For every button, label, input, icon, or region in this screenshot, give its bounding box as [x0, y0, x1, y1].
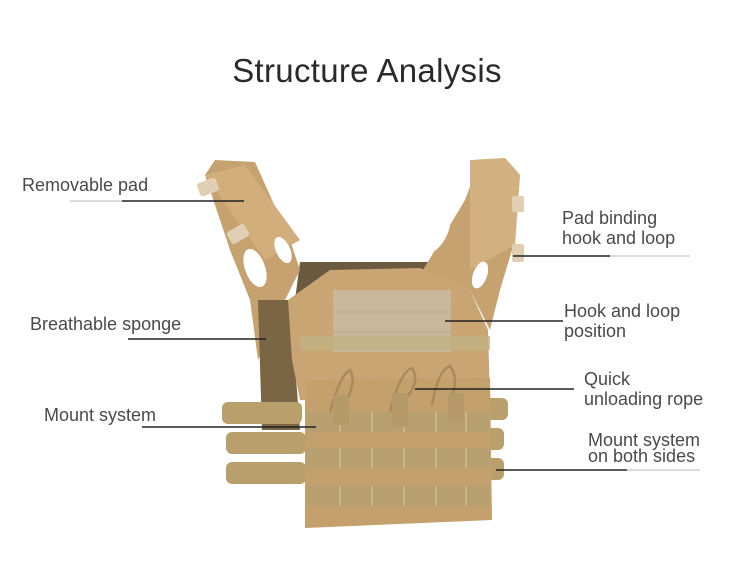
- callout-text: Pad binding: [562, 208, 658, 228]
- callout-text: Hook and loop: [564, 301, 681, 321]
- callout-text: Breathable sponge: [30, 314, 182, 334]
- callout-hook-loop-position: Hook and loop position: [564, 301, 680, 341]
- callout-text: Mount system: [588, 430, 701, 450]
- callout-mount-system: Mount system: [44, 405, 156, 425]
- callout-text: position: [564, 321, 627, 341]
- callout-quick-unloading-rope: Quick unloading rope: [584, 369, 703, 409]
- callout-text: Removable pad: [22, 175, 149, 195]
- breathable-mesh: [258, 300, 300, 430]
- callout-removable-pad: Removable pad: [22, 175, 148, 195]
- callout-mount-system-both-sides: Mount system on both sides: [588, 430, 701, 466]
- page-title: Structure Analysis: [232, 52, 502, 89]
- callout-text: hook and loop: [562, 228, 676, 248]
- callout-text: on both sides: [588, 446, 696, 466]
- callout-text: Mount system: [44, 405, 157, 425]
- callout-text: unloading rope: [584, 389, 704, 409]
- callout-breathable-sponge: Breathable sponge: [30, 314, 181, 334]
- callout-text: Quick: [584, 369, 631, 389]
- callout-pad-binding: Pad binding hook and loop: [562, 208, 675, 248]
